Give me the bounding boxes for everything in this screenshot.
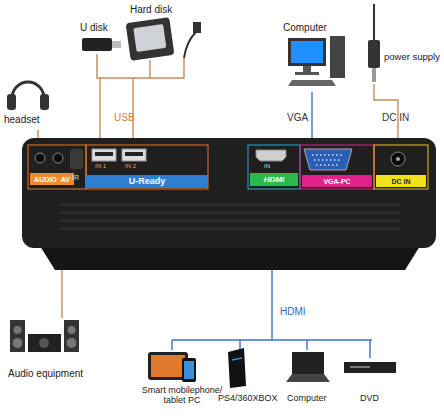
audio-jack — [35, 153, 45, 163]
laptop-base — [286, 374, 330, 382]
tablet-phone-icon — [148, 352, 196, 382]
port-frame — [28, 145, 86, 189]
device-label: VGA — [287, 112, 308, 123]
dvd-body — [344, 362, 396, 373]
dc-pin — [396, 157, 400, 161]
port-frame — [300, 145, 374, 189]
dc-jack — [391, 152, 405, 166]
speaker-cone — [14, 326, 22, 334]
power-plug-icon — [368, 4, 380, 82]
u-disk-body — [82, 38, 112, 51]
screen — [291, 41, 323, 63]
port-label: AV — [61, 176, 70, 183]
port-frame — [86, 145, 208, 189]
ear-cup — [40, 94, 49, 110]
speaker — [10, 320, 25, 352]
port-label: VGA-PC — [323, 178, 350, 185]
console-icon — [228, 348, 246, 388]
device-label: DC IN — [382, 112, 409, 123]
usb-plug — [193, 22, 201, 33]
vent-lines — [60, 205, 400, 229]
ir-window — [70, 149, 83, 169]
projector-body — [22, 138, 436, 248]
device-label: IN 1 — [95, 163, 106, 170]
device-label: U disk — [80, 22, 108, 33]
port-band: VGA-PC — [302, 175, 372, 187]
plug-body — [368, 40, 380, 68]
device-label: Hard disk — [130, 4, 172, 15]
projector — [22, 138, 436, 270]
subwoofer — [39, 338, 49, 348]
usb-slot — [95, 152, 113, 156]
device-label: IN 2 — [125, 163, 136, 170]
device-label: Computer — [287, 394, 327, 404]
usb-port — [92, 149, 116, 161]
speaker — [64, 320, 79, 352]
usb-port — [122, 149, 146, 161]
port-label: HDMI — [264, 176, 284, 184]
keyboard — [288, 80, 336, 86]
port-band: AUDIO AV — [30, 173, 74, 185]
port-label: DC IN — [391, 178, 410, 185]
projector-base — [40, 246, 420, 270]
plug-tip — [372, 68, 376, 82]
port-frame — [374, 145, 428, 189]
headset-icon — [7, 82, 49, 110]
laptop-screen — [292, 352, 324, 374]
device-label: HDMI — [280, 306, 306, 317]
device-label: DVD — [360, 394, 379, 404]
speaker-cone — [13, 338, 23, 348]
usb-cable — [184, 32, 196, 58]
audio-equipment-icon — [10, 320, 79, 352]
device-label: Computer — [283, 22, 327, 33]
headband — [12, 82, 44, 98]
usb-wire — [97, 54, 184, 148]
phone-screen — [184, 361, 194, 379]
dvd-player-icon — [344, 362, 396, 373]
speaker-cone — [68, 326, 76, 334]
device-label: headset — [4, 114, 40, 125]
device-label: USB — [114, 112, 135, 123]
port-frame — [248, 145, 300, 189]
port-label: U-Ready — [129, 177, 166, 186]
vga-pins — [312, 155, 344, 165]
tablet-screen — [151, 355, 185, 377]
tower — [330, 36, 345, 78]
ear-cup — [7, 94, 16, 110]
phone — [182, 358, 196, 382]
port-band: HDMI — [250, 173, 298, 186]
device-label: IR — [72, 174, 79, 182]
device-label: PS4/360XBOX — [218, 394, 278, 404]
u-disk-icon — [82, 38, 121, 51]
device-label: Audio equipment — [8, 368, 83, 379]
port-band: DC IN — [376, 175, 426, 187]
vga-port — [304, 149, 352, 170]
amplifier — [28, 334, 61, 352]
hard-disk-face — [133, 24, 166, 52]
stand — [303, 66, 311, 72]
usb-slot — [125, 152, 143, 156]
device-label: Smart mobilephone/ tablet PC — [138, 386, 226, 406]
laptop-icon — [286, 352, 330, 382]
port-band: U-Ready — [86, 175, 208, 188]
audio-jack — [53, 153, 63, 163]
power-cable — [373, 4, 375, 40]
console-body — [228, 348, 246, 388]
hard-disk-body — [126, 17, 175, 61]
console-light — [232, 358, 242, 360]
device-label: power supply — [384, 52, 440, 62]
hdmi-port — [256, 150, 286, 161]
port-label: AUDIO — [34, 176, 57, 183]
monitor — [288, 38, 326, 66]
dvd-tray — [350, 366, 370, 368]
computer-icon — [288, 36, 345, 86]
u-disk-plug — [112, 41, 121, 48]
device-label: IN — [264, 163, 270, 170]
stand-base — [295, 72, 319, 75]
hard-disk-icon — [126, 17, 201, 61]
speaker-cone — [67, 338, 77, 348]
